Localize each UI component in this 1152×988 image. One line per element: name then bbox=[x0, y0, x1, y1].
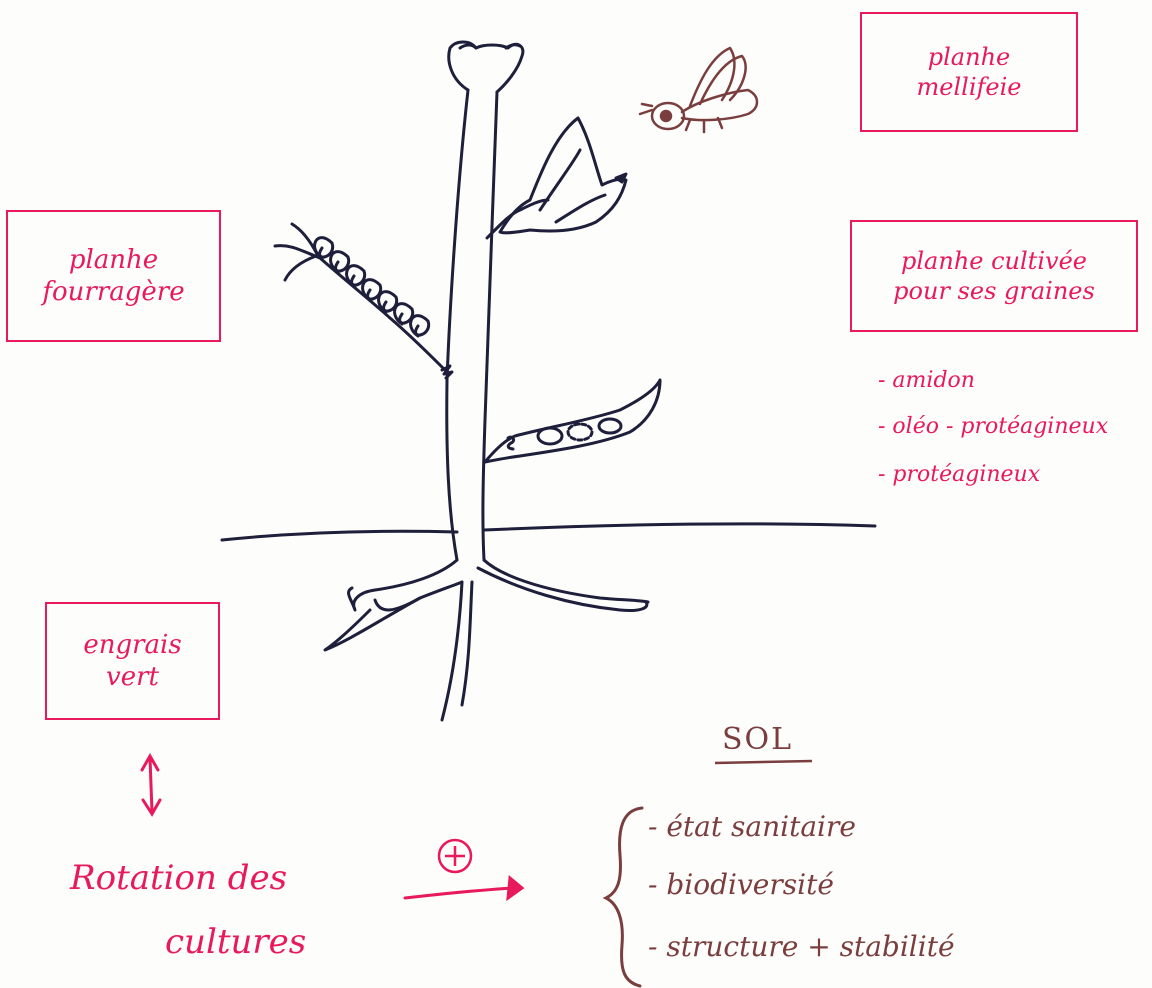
curly-brace-icon bbox=[606, 808, 642, 986]
cultivated-line2: pour ses graines bbox=[893, 276, 1095, 306]
root bbox=[375, 582, 462, 610]
arrow-right-icon bbox=[405, 878, 522, 898]
root bbox=[478, 568, 647, 611]
green-manure-box: engrais vert bbox=[45, 602, 220, 720]
ground-line bbox=[222, 531, 457, 540]
sol-underline bbox=[715, 761, 812, 763]
soil-title: SOL bbox=[722, 722, 793, 757]
soil-item: - état sanitaire bbox=[648, 810, 856, 843]
vine-coils bbox=[315, 238, 429, 336]
list-item: - protéagineux bbox=[878, 462, 1040, 487]
stem-top bbox=[449, 42, 523, 92]
green-manure-line1: engrais bbox=[83, 629, 181, 662]
melliferous-line1: planhe bbox=[928, 42, 1010, 72]
soil-item: - structure + stabilité bbox=[648, 930, 955, 963]
list-item: - oléo - protéagineux bbox=[878, 414, 1108, 439]
rotation-line1: Rotation des bbox=[70, 858, 287, 898]
rotation-line2: cultures bbox=[165, 922, 306, 962]
plus-circle-icon bbox=[439, 840, 471, 872]
vine bbox=[320, 258, 445, 370]
list-item: - amidon bbox=[878, 368, 975, 393]
green-manure-line2: vert bbox=[106, 661, 159, 694]
root bbox=[325, 598, 420, 650]
stem bbox=[447, 90, 468, 560]
root bbox=[442, 582, 462, 720]
bee-icon bbox=[640, 48, 757, 132]
cultivated-box: planhe cultivée pour ses graines bbox=[850, 220, 1138, 332]
soil-item: - biodiversité bbox=[648, 868, 834, 901]
double-arrow-vertical-icon bbox=[142, 756, 160, 814]
forage-line1: planhe bbox=[69, 244, 158, 277]
tendrils bbox=[275, 224, 320, 280]
root bbox=[462, 582, 472, 705]
cultivated-line1: planhe cultivée bbox=[901, 246, 1087, 276]
root bbox=[349, 560, 457, 610]
forage-box: planhe fourragère bbox=[6, 210, 221, 342]
stem bbox=[483, 92, 497, 560]
forage-line2: fourragère bbox=[42, 276, 184, 309]
melliferous-box: planhe mellifeie bbox=[860, 12, 1078, 132]
melliferous-line2: mellifeie bbox=[917, 72, 1022, 102]
